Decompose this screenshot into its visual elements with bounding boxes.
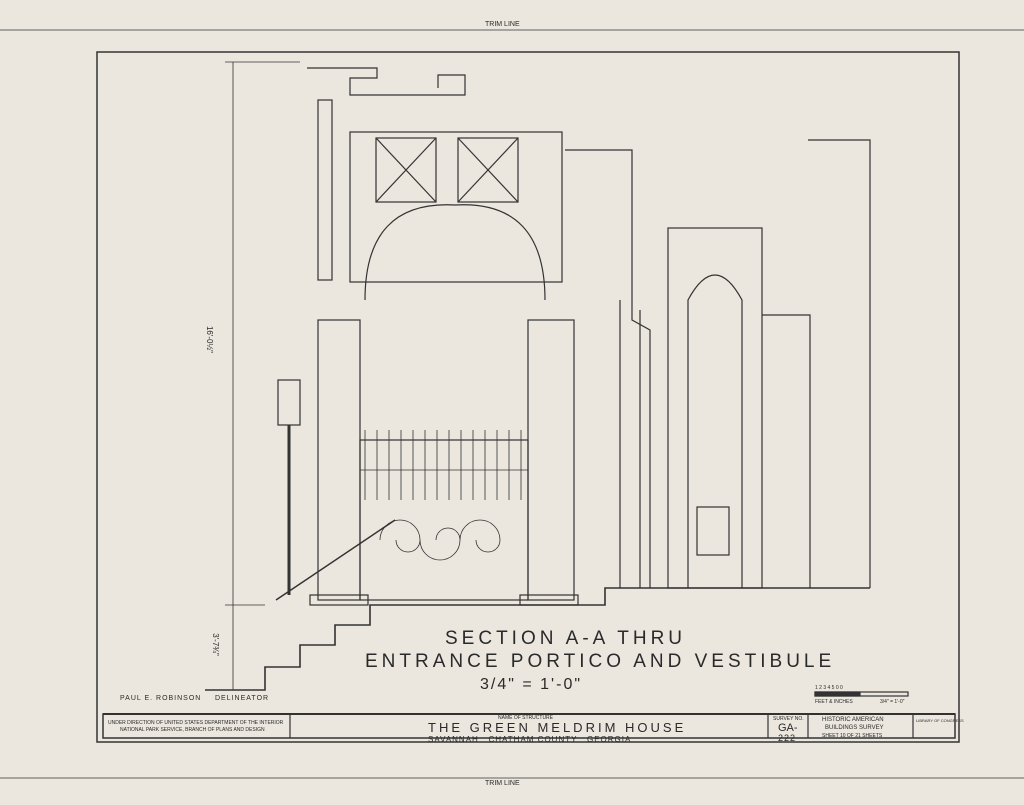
title-block: [102, 713, 956, 739]
vestibule-door-frame: [667, 227, 763, 589]
iron-gate: [359, 439, 529, 601]
graphic-scale-top: 1 2 3 4 5 0 0: [815, 685, 843, 691]
handrail: [275, 519, 396, 601]
survey-number: 222: [778, 733, 797, 743]
section-title: SECTION A-A THRU: [445, 628, 687, 649]
overall-height-dimension: 16'-0½": [205, 325, 215, 354]
survey-label: SURVEY NO.: [773, 716, 804, 722]
delineator-label: DELINEATOR: [215, 695, 270, 702]
drawing-scale: 3/4" = 1'-0": [480, 676, 583, 693]
step-height-dimension: 3'-7¾": [210, 633, 220, 656]
right-column: [527, 319, 575, 601]
trim-line-top-label: TRIM LINE: [485, 21, 520, 28]
tracery-panel-left: [375, 137, 437, 203]
arch: [364, 204, 546, 301]
steps: [205, 587, 870, 691]
border: [96, 51, 960, 743]
agency-line-2: NATIONAL PARK SERVICE, BRANCH OF PLANS A…: [120, 727, 265, 733]
survey-number-prefix: GA-: [778, 722, 798, 734]
name-of-structure-label: NAME OF STRUCTURE: [498, 715, 553, 721]
door-panel: [696, 506, 730, 556]
library-stamp: LIBRARY OF CONGRESS: [916, 718, 964, 723]
arch-frame: [349, 131, 563, 283]
agency-line-1: UNDER DIRECTION OF UNITED STATES DEPARTM…: [108, 720, 284, 726]
structure-name: THE GREEN MELDRIM HOUSE: [428, 720, 687, 735]
graphic-scale-right: 3/4" = 1'-0": [880, 699, 905, 705]
section-subtitle: ENTRANCE PORTICO AND VESTIBULE: [365, 651, 836, 672]
structure-location: SAVANNAH CHATHAM COUNTY GEORGIA: [428, 735, 632, 744]
delineator-name: PAUL E. ROBINSON: [120, 695, 202, 702]
habs-line-2: BUILDINGS SURVEY: [825, 725, 884, 731]
trim-line-bottom-label: TRIM LINE: [485, 780, 520, 787]
sheet-number: SHEET 10 OF 21 SHEETS: [822, 733, 883, 739]
tracery-panel-right: [457, 137, 519, 203]
lamp: [277, 379, 301, 426]
habs-line-1: HISTORIC AMERICAN: [822, 717, 884, 723]
graphic-scale-left: FEET & INCHES: [815, 699, 853, 705]
